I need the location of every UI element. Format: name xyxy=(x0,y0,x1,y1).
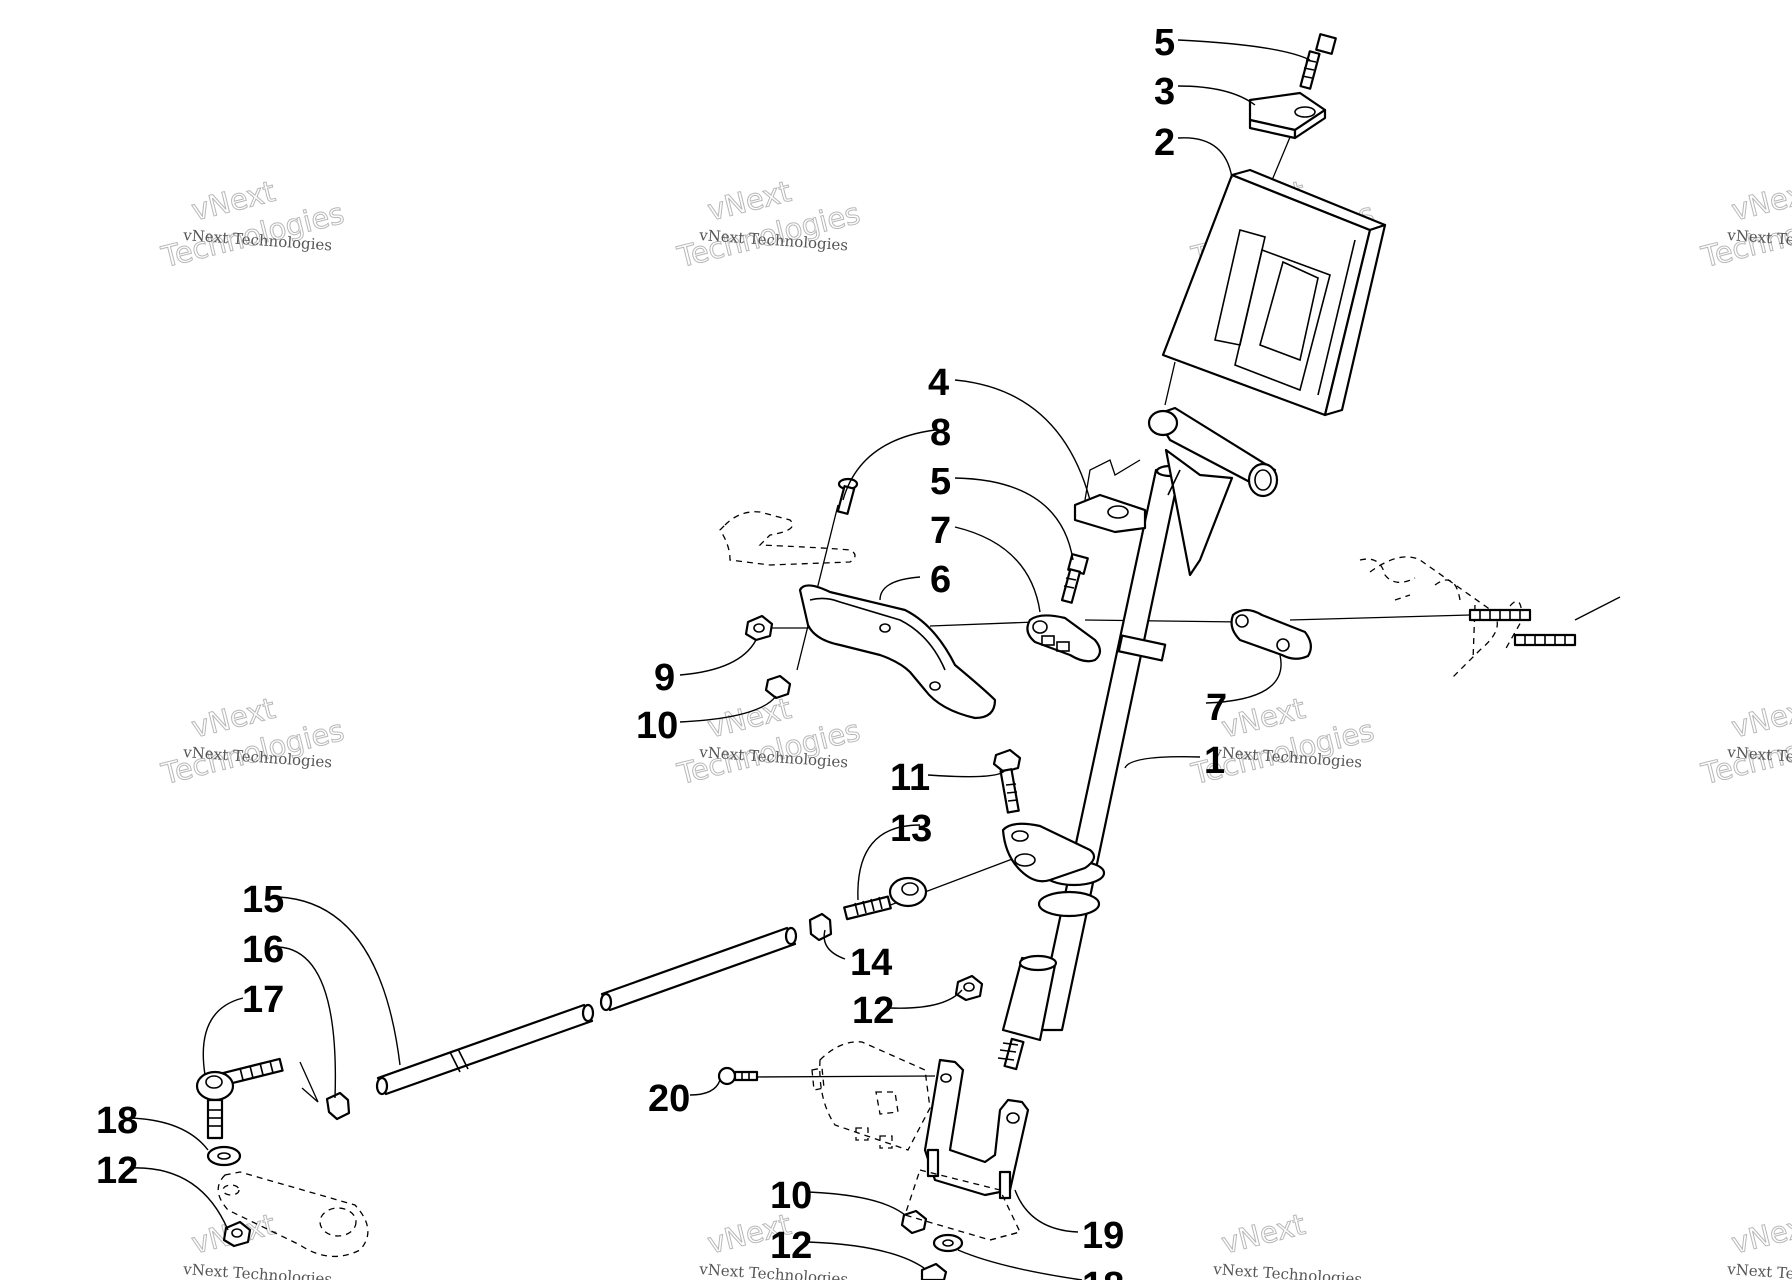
lock-nut-part xyxy=(744,614,774,642)
watermark: vNext Technologies xyxy=(673,174,864,275)
lock-nut-part xyxy=(954,974,984,1002)
flange-nut-part xyxy=(900,1209,928,1235)
mounting-bracket-part xyxy=(1001,822,1096,883)
cap-screw-part xyxy=(1060,553,1089,604)
callout-label: 12 xyxy=(96,1150,138,1192)
watermark-text: vNext Technologies xyxy=(1212,1260,1363,1280)
flange-nut-part xyxy=(764,674,792,700)
steering-post-part xyxy=(997,406,1279,1071)
threaded-stud xyxy=(1468,608,1532,622)
callout-label: 6 xyxy=(930,559,951,601)
callout-label: 5 xyxy=(1154,22,1175,64)
lower-clamp-part xyxy=(1073,493,1147,534)
callout-label: 12 xyxy=(852,990,894,1032)
svg-text:vNext: vNext xyxy=(1728,1207,1792,1260)
handlebar-clamp-part xyxy=(1248,91,1327,140)
tie-rod-part xyxy=(375,926,798,1096)
watermark: vNext Technologies xyxy=(673,691,864,792)
watermark: vNext Technologies xyxy=(157,691,348,792)
jam-nut-part xyxy=(325,1091,351,1121)
washer-part xyxy=(932,1233,964,1253)
callout-labels: 5 3 2 4 8 5 7 6 9 10 7 1 11 13 15 16 17 … xyxy=(96,22,1227,1280)
callout-label: 2 xyxy=(1154,122,1175,164)
steering-arm-part xyxy=(719,511,997,720)
callout-label: 12 xyxy=(770,1225,812,1267)
tie-rod-end-part xyxy=(843,876,928,921)
callout-label: 14 xyxy=(850,942,892,984)
callout-label: 18 xyxy=(96,1100,138,1142)
callout-label: 19 xyxy=(1082,1215,1124,1257)
steering-bracket-part xyxy=(904,1058,1030,1241)
watermark: vNext Technologies xyxy=(1697,174,1792,275)
callout-label: 20 xyxy=(648,1078,690,1120)
lock-nut-part xyxy=(920,1262,948,1280)
callout-label: 3 xyxy=(1154,71,1175,113)
callout-label: 10 xyxy=(770,1175,812,1217)
tie-rod-end-part xyxy=(195,1057,284,1140)
watermark-text: vNext Technologies xyxy=(1726,1260,1792,1280)
dashed-spindle-arm xyxy=(217,1171,369,1258)
dashed-switch-housing xyxy=(811,1041,931,1151)
jam-nut-part xyxy=(808,912,833,942)
callout-label: 13 xyxy=(890,808,932,850)
callout-label: 9 xyxy=(654,657,675,699)
leader-lines xyxy=(129,39,1311,1280)
cap-screw-part xyxy=(1299,33,1337,90)
hex-bolt-part xyxy=(992,748,1022,814)
callout-label: 8 xyxy=(930,412,951,454)
watermark-text: vNext Technologies xyxy=(182,1260,333,1280)
lock-nut-part xyxy=(222,1220,252,1248)
callout-label: 10 xyxy=(636,705,678,747)
pitman-arm-part xyxy=(1026,614,1102,663)
callout-label: 17 xyxy=(242,979,284,1021)
watermark: vNext Technologies xyxy=(157,174,348,275)
handlebar-pad-part xyxy=(1161,168,1387,417)
watermark: vNext xyxy=(1218,1207,1309,1261)
callout-label: 11 xyxy=(890,757,930,799)
screw-part xyxy=(717,1066,759,1086)
callout-label: 5 xyxy=(930,461,951,503)
callout-label: 7 xyxy=(930,510,951,552)
callout-label: 1 xyxy=(1204,740,1225,782)
callout-label: 4 xyxy=(928,362,949,404)
callout-label: 16 xyxy=(242,929,284,971)
callout-label: 7 xyxy=(1206,687,1227,729)
threaded-stud xyxy=(1513,633,1577,647)
dashed-linkage xyxy=(1359,556,1621,681)
callout-label: 15 xyxy=(242,879,284,921)
watermark: vNext Technologies xyxy=(1697,691,1792,792)
washer-part xyxy=(206,1145,242,1167)
watermark: vNext xyxy=(1728,1207,1792,1261)
callout-label: 18 xyxy=(1082,1265,1124,1280)
pitman-arm-part xyxy=(1230,608,1312,660)
watermark-group: vNext Technologies vNext Technologies vN… xyxy=(157,174,1792,1280)
svg-text:vNext: vNext xyxy=(1218,1207,1308,1260)
screw-part xyxy=(836,477,859,515)
